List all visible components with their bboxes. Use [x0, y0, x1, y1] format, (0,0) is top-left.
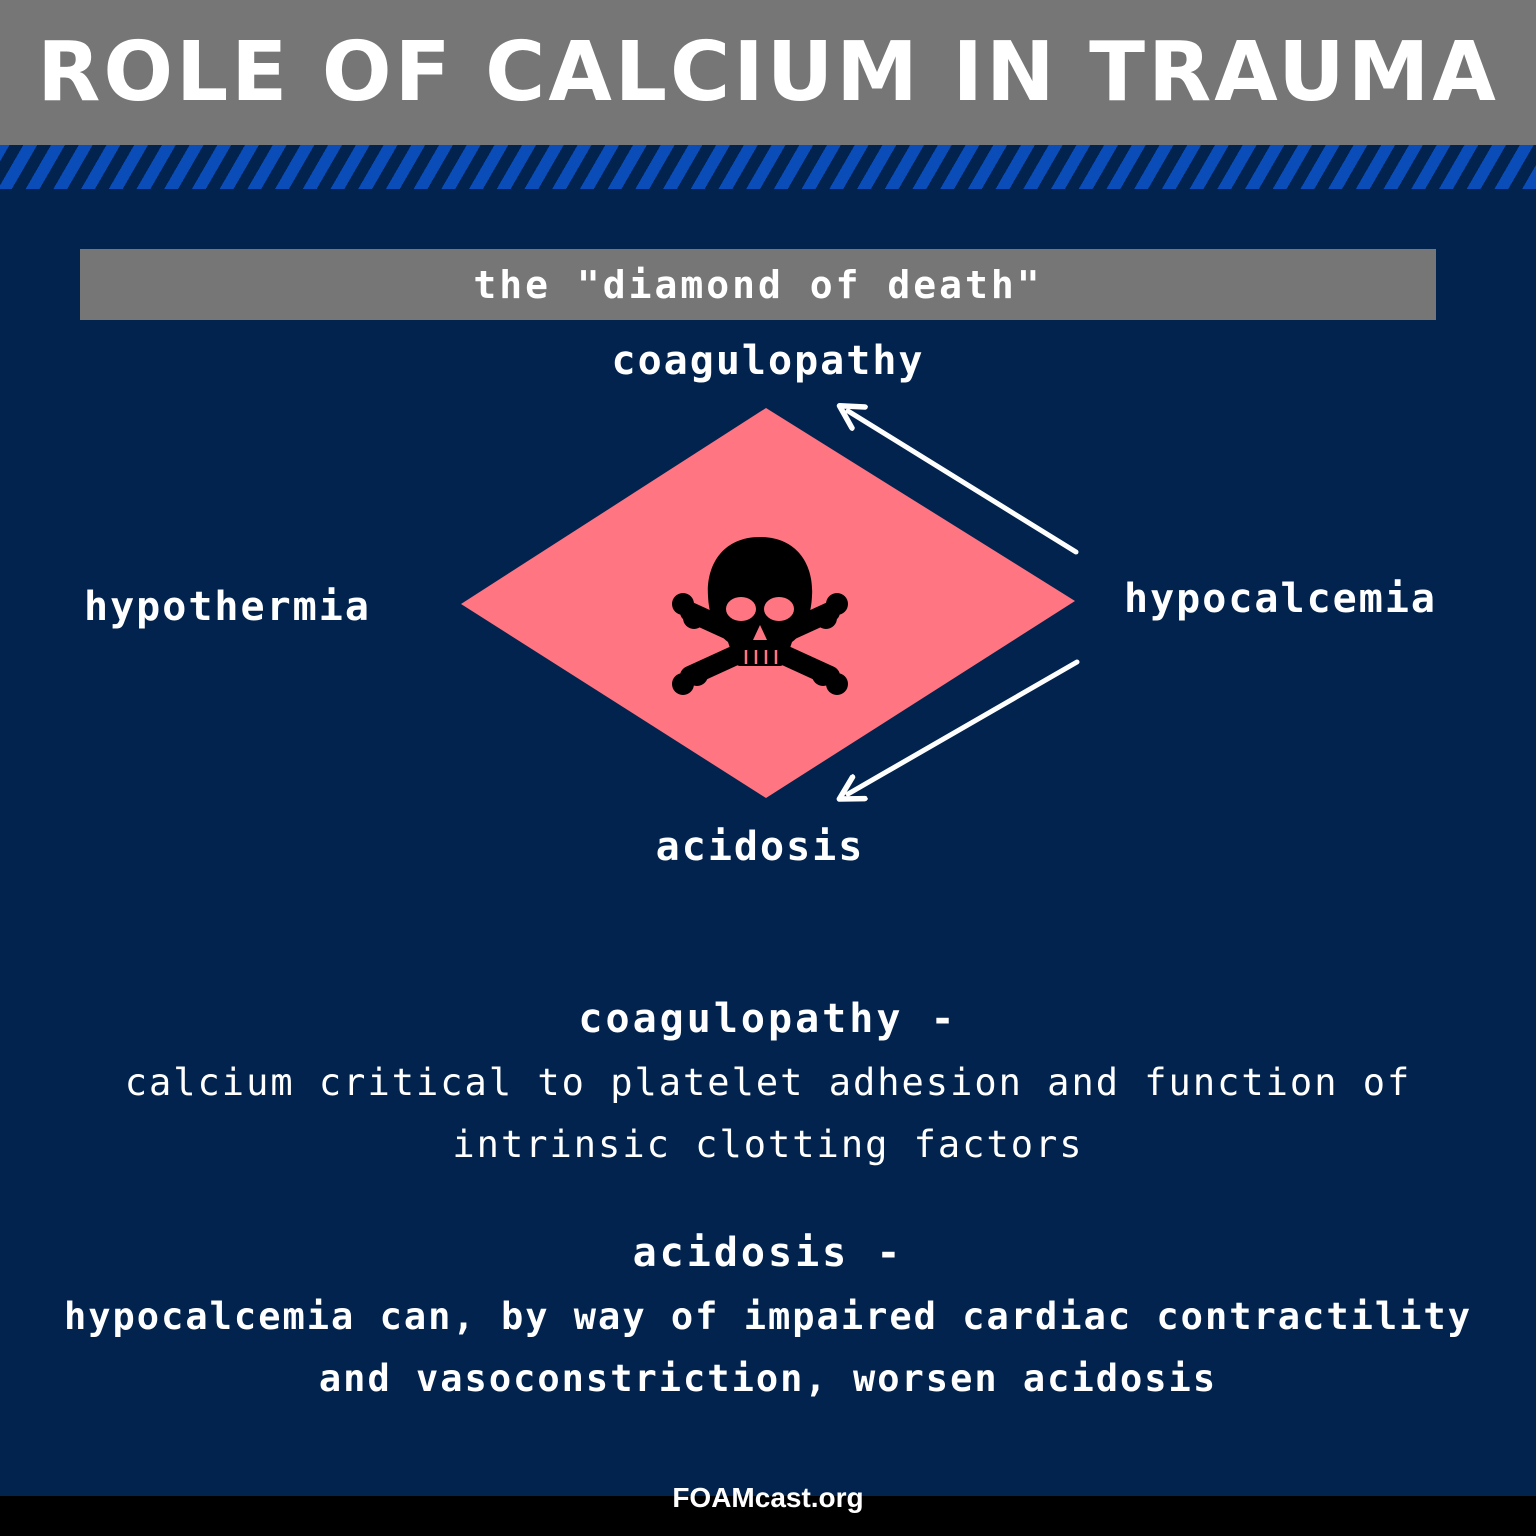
subtitle-bar: the "diamond of death": [80, 249, 1436, 320]
footer-bar: [0, 1496, 1536, 1536]
vertex-label-acidosis: acidosis: [655, 824, 865, 870]
skull-and-crossbones-icon: [672, 537, 848, 695]
description-heading-coagulopathy: coagulopathy -: [578, 996, 958, 1042]
arrow-to-coagulopathy: [848, 411, 1079, 555]
vertex-label-hypothermia: hypothermia: [84, 584, 371, 630]
arrow-to-acidosis: [848, 659, 1080, 794]
vertex-label-coagulopathy: coagulopathy: [611, 338, 925, 384]
description-heading-acidosis: acidosis -: [632, 1230, 904, 1276]
vertex-label-hypocalcemia: hypocalcemia: [1124, 576, 1437, 622]
subtitle: the "diamond of death": [473, 262, 1043, 307]
header-bar: [0, 0, 1536, 145]
page-title: ROLE OF CALCIUM IN TRAUMA: [37, 25, 1499, 120]
striped-divider: [0, 145, 1536, 189]
description-body-coagulopathy: calcium critical to platelet adhesion an…: [124, 1061, 1412, 1166]
description-body-acidosis: hypocalcemia can, by way of impaired car…: [63, 1295, 1472, 1400]
footer-credit: FOAMcast.org: [672, 1482, 864, 1513]
